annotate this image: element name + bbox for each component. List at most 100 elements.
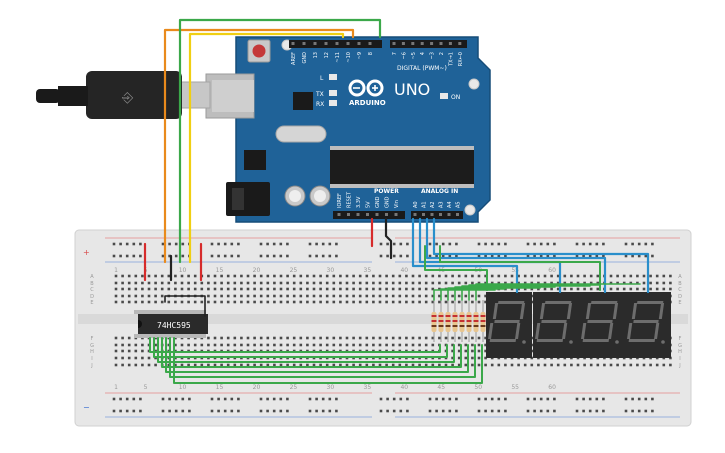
breadboard-hole (114, 343, 118, 347)
capacitors (284, 185, 331, 207)
breadboard-hole (424, 281, 428, 285)
header-pin[interactable] (392, 42, 396, 45)
header-pin[interactable] (422, 213, 425, 216)
breadboard-hole (332, 281, 336, 285)
reset-button[interactable] (247, 39, 271, 63)
rail-hole (308, 397, 312, 401)
breadboard-hole (391, 294, 395, 298)
breadboard-hole (378, 274, 382, 278)
breadboard-hole (537, 363, 540, 367)
segment-bus-wire (173, 337, 483, 384)
rail-hole (575, 254, 579, 258)
rail-hole (455, 254, 458, 258)
breadboard-hole (438, 294, 441, 298)
digital-pin-label: ~11 (335, 52, 341, 63)
breadboard-hole (259, 281, 263, 285)
breadboard-hole (286, 363, 289, 367)
breadboard-hole (141, 343, 144, 347)
rail-hole (132, 254, 136, 258)
header-pin[interactable] (430, 213, 434, 216)
rail-hole (504, 397, 507, 401)
header-pin[interactable] (375, 213, 379, 216)
header-pin[interactable] (313, 42, 317, 45)
rail-hole (335, 254, 338, 258)
resistor-band (431, 315, 437, 317)
breadboard-hole (385, 363, 388, 367)
rail-hole (132, 409, 136, 413)
header-pin[interactable] (447, 213, 451, 216)
breadboard-hole (616, 287, 619, 291)
rail-hole (624, 397, 628, 401)
power-label: POWER (374, 188, 399, 195)
breadboard-hole (332, 294, 336, 298)
digital-pin-label: 4 (420, 52, 426, 55)
header-pin[interactable] (394, 213, 398, 216)
header-pin[interactable] (337, 213, 341, 216)
header-pin[interactable] (439, 42, 443, 45)
header-pin[interactable] (413, 213, 417, 216)
rail-hole (272, 254, 276, 258)
power-pin-label: Vin (394, 200, 400, 208)
breadboard-hole (299, 274, 303, 278)
rail-hole (259, 242, 263, 246)
breadboard-hole (589, 287, 593, 291)
breadboard-hole (655, 281, 659, 285)
rail-hole (588, 254, 592, 258)
breadboard-hole (655, 363, 659, 367)
rail-hole (379, 254, 383, 258)
header-pin[interactable] (347, 213, 350, 216)
header-pin[interactable] (448, 42, 452, 45)
rail-hole (399, 409, 403, 413)
wire-orange (163, 28, 355, 264)
header-pin[interactable] (439, 213, 442, 216)
rail-hole (631, 254, 634, 258)
rail-hole (174, 242, 178, 246)
breadboard-hole (418, 294, 421, 298)
resistor-band (452, 325, 458, 327)
header-pin[interactable] (357, 42, 361, 45)
rail-hole (119, 242, 122, 246)
rail-hole (223, 409, 227, 413)
breadboard-hole (418, 336, 421, 340)
header-pin[interactable] (385, 213, 388, 216)
header-pin[interactable] (346, 42, 350, 45)
breadboard-hole (523, 363, 527, 367)
breadboard-hole (345, 300, 349, 304)
rail-hole (321, 242, 325, 246)
breadboard-hole (279, 336, 283, 340)
header-pin[interactable] (356, 213, 360, 216)
breadboard-hole (358, 336, 362, 340)
rail-hole (582, 242, 585, 246)
power-pin-label: GND (375, 196, 381, 208)
header-pin[interactable] (430, 42, 434, 45)
header-pin[interactable] (401, 42, 405, 45)
header-pin[interactable] (291, 42, 295, 45)
breadboard-hole (266, 300, 270, 304)
decimal-point (661, 340, 665, 344)
resistor-band (459, 325, 465, 327)
rail-hole (210, 397, 214, 401)
header-pin[interactable] (302, 42, 306, 45)
header-pin[interactable] (456, 213, 459, 216)
breadboard-hole (411, 281, 415, 285)
breadboard-hole (411, 363, 415, 367)
header-pin[interactable] (420, 42, 424, 45)
resistor-band (466, 315, 472, 317)
breadboard-hole (471, 343, 474, 347)
rail-hole (315, 397, 318, 401)
rail-hole (582, 409, 585, 413)
rail-hole (392, 242, 396, 246)
rail-hole (210, 409, 214, 413)
header-pin[interactable] (458, 42, 462, 45)
breadboard-hole (319, 336, 322, 340)
breadboard-hole (127, 363, 131, 367)
seven-segment-displays (486, 292, 671, 358)
breadboard-hole (583, 287, 586, 291)
header-pin[interactable] (411, 42, 415, 45)
header-pin[interactable] (324, 42, 328, 45)
digital-pin-label: ~6 (401, 52, 407, 59)
header-pin[interactable] (368, 42, 372, 45)
header-pin[interactable] (366, 213, 369, 216)
breadboard-hole (266, 336, 270, 340)
header-pin[interactable] (335, 42, 339, 45)
